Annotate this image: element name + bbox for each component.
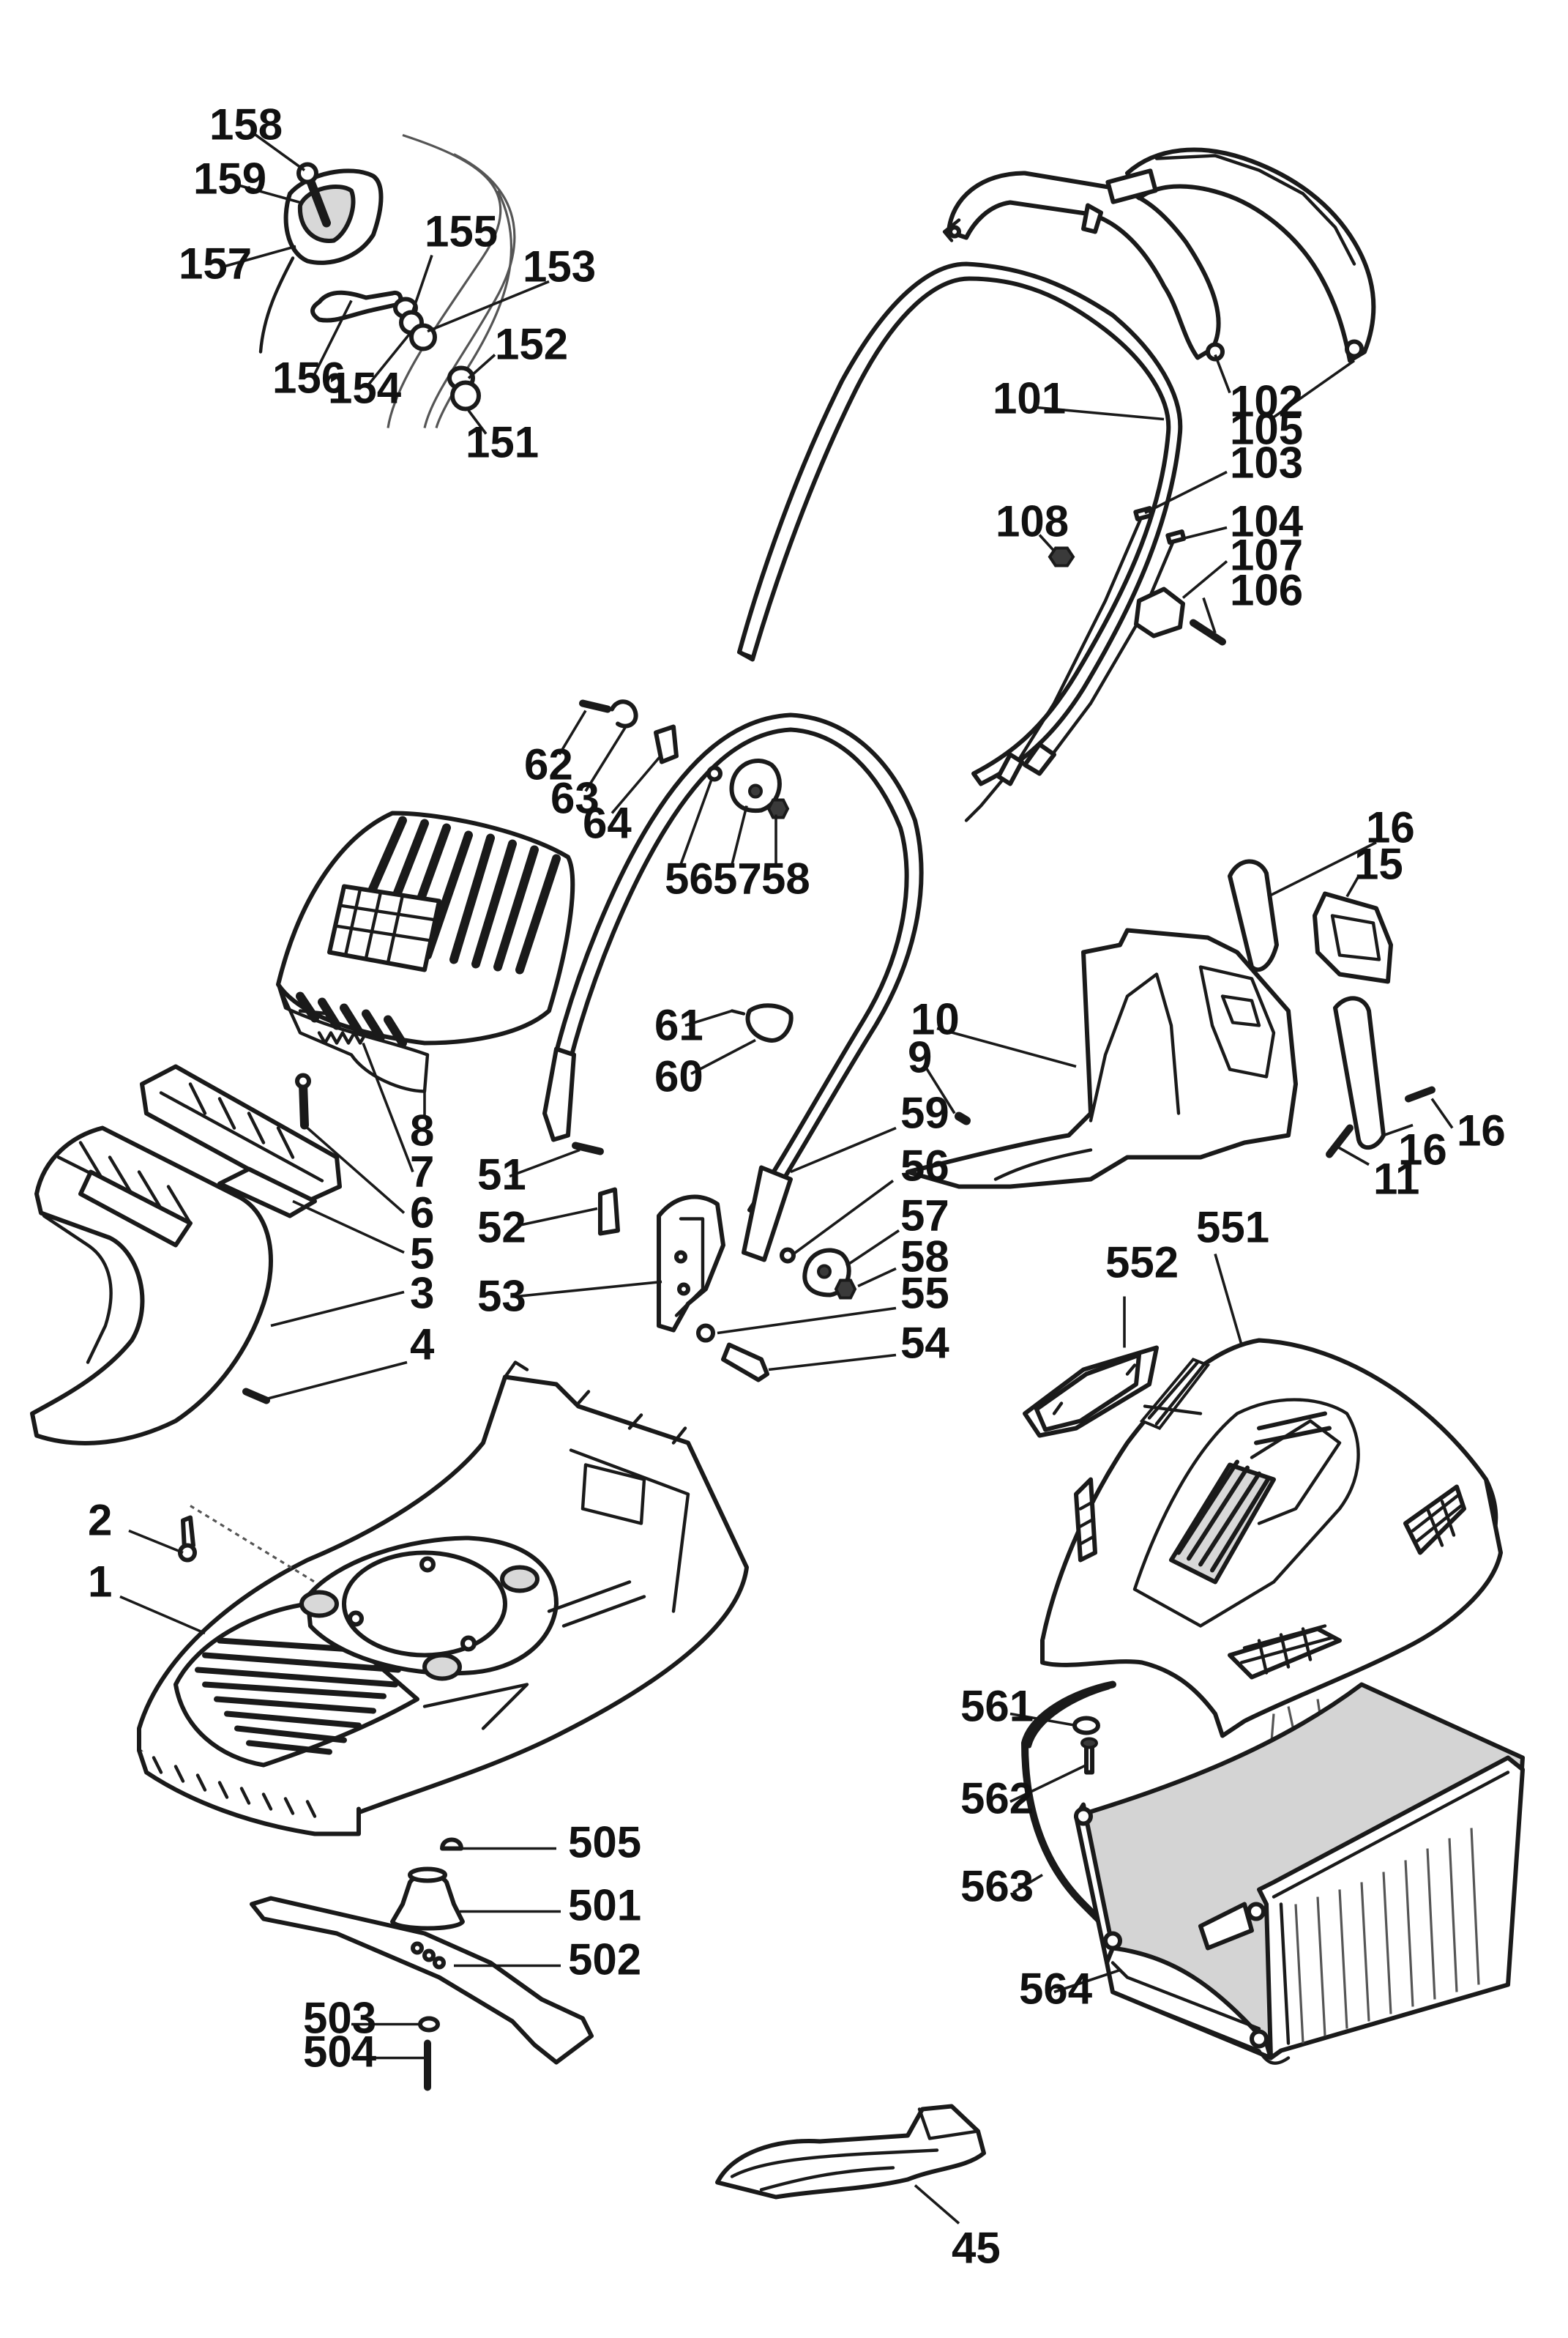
callout-156: 156 [272,354,346,403]
callout-561: 561 [960,1682,1034,1731]
callout-154: 154 [328,364,402,413]
callout-155: 155 [425,207,498,256]
callout-103: 103 [1230,439,1303,488]
callout-54: 54 [900,1319,949,1368]
engine-cover [276,811,575,1093]
callout-104: 104 [1230,497,1304,546]
callout-56-upper: 56 [665,855,714,904]
callout-151: 151 [466,418,539,467]
upper-handle-assembly [737,147,1376,822]
callout-11: 11 [1373,1155,1419,1204]
callout-4: 4 [410,1320,435,1369]
callout-60: 60 [654,1052,703,1101]
callout-57-upper: 57 [713,855,762,904]
callout-551: 551 [1196,1203,1269,1252]
callout-15: 15 [1354,840,1403,889]
callout-106: 106 [1230,566,1303,615]
callout-107: 107 [1230,531,1303,580]
callout-57-lower: 57 [900,1191,949,1240]
callout-159: 159 [193,154,266,204]
callout-53: 53 [477,1272,526,1321]
leader-lines [119,131,1454,2225]
callout-9: 9 [908,1033,932,1082]
blade-assembly [250,1837,594,2091]
callout-152: 152 [495,320,568,369]
callout-5: 5 [410,1229,434,1278]
filter-bracket [140,1031,368,1218]
callout-56-lower: 56 [900,1142,949,1191]
callout-labels: 158 159 157 155 153 156 154 152 151 101 … [88,100,1506,2273]
callout-51: 51 [477,1150,526,1199]
callout-16-right: 16 [1457,1106,1506,1155]
callout-504: 504 [303,2028,377,2077]
callout-102: 102 [1230,377,1303,426]
lower-handle-assembly [542,699,924,1382]
grass-box-lid [1023,1338,1503,1751]
mower-deck [137,1360,749,1836]
callout-63: 63 [550,774,600,823]
callout-153: 153 [523,242,596,291]
callout-55: 55 [900,1269,949,1318]
callout-61: 61 [654,1001,703,1050]
callout-101: 101 [993,374,1066,423]
callout-64: 64 [583,799,632,848]
callout-16-lower: 16 [1398,1125,1447,1174]
callout-2: 2 [88,1496,112,1545]
callout-552: 552 [1105,1238,1179,1287]
callout-58-lower: 58 [900,1232,949,1281]
callout-52: 52 [477,1203,526,1252]
rear-frame-assembly [906,859,1436,1189]
callout-6: 6 [410,1188,434,1237]
rear-deflector [30,1125,273,1445]
callout-10: 10 [911,995,960,1044]
callout-45: 45 [952,2224,1001,2273]
callout-157: 157 [179,239,252,288]
callout-502: 502 [568,1935,641,1984]
callout-3: 3 [410,1269,434,1318]
callout-8: 8 [410,1106,434,1155]
mulching-plug [715,2104,986,2200]
callout-505: 505 [568,1818,641,1867]
callout-503: 503 [303,1994,376,2043]
callout-562: 562 [960,1774,1034,1823]
grass-box [1021,1680,1525,2065]
callout-564: 564 [1019,1965,1093,2014]
callout-62: 62 [524,740,573,789]
callout-58-upper: 58 [761,855,810,904]
callout-108: 108 [996,497,1069,546]
callout-105: 105 [1230,405,1303,454]
callout-158: 158 [209,100,283,149]
callout-59: 59 [900,1089,949,1138]
throttle-lever-assembly [258,133,516,428]
callout-563: 563 [960,1862,1034,1911]
callout-7: 7 [410,1147,434,1196]
callout-501: 501 [568,1881,641,1930]
callout-1: 1 [88,1557,112,1607]
callout-16-top: 16 [1366,803,1415,852]
